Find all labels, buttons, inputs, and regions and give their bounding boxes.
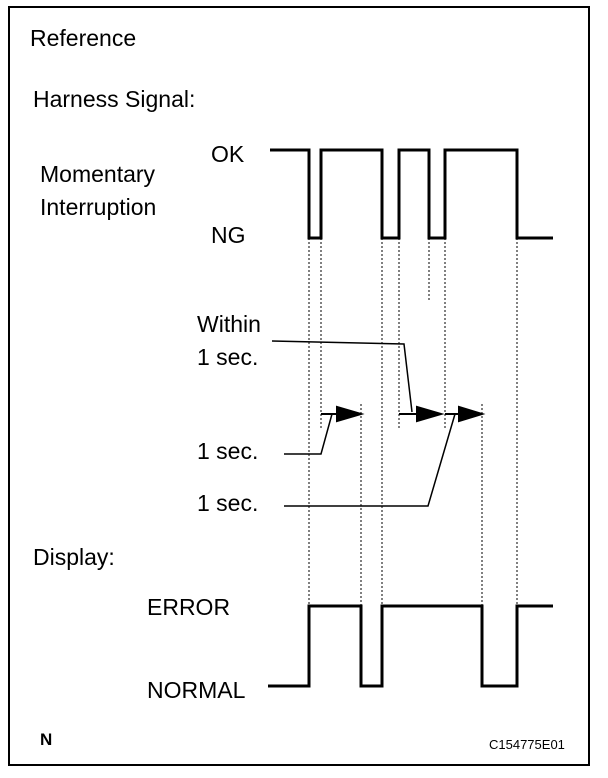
display-waveform xyxy=(268,604,553,688)
timer-arrowhead xyxy=(458,405,486,423)
signal-name-line2: Interruption xyxy=(40,194,157,220)
one-sec-label-b: 1 sec. xyxy=(197,490,259,516)
one-sec-label-a: 1 sec. xyxy=(197,438,259,464)
one-sec-leader-a xyxy=(284,413,333,455)
signal-name-line1: Momentary xyxy=(40,161,156,187)
harness-signal-heading: Harness Signal: xyxy=(33,86,196,112)
within-label-line2: 1 sec. xyxy=(197,344,259,370)
display-level-error: ERROR xyxy=(147,594,231,620)
timing-reference-lines xyxy=(308,238,518,686)
timer-arrowhead xyxy=(336,405,365,423)
harness-signal-waveform xyxy=(270,148,553,240)
timer-arrows xyxy=(321,405,486,423)
leader-lines xyxy=(271,340,456,507)
section-label: Reference xyxy=(30,25,137,51)
figure-code: C154775E01 xyxy=(489,737,565,752)
display-level-normal: NORMAL xyxy=(147,677,246,703)
one-sec-leader-b xyxy=(284,413,456,507)
display-heading: Display: xyxy=(33,544,115,570)
within-leader-line xyxy=(271,340,413,413)
harness-level-ng: NG xyxy=(211,222,246,248)
page-mark: N xyxy=(40,730,53,749)
timer-arrowhead xyxy=(416,405,445,423)
within-label-line1: Within xyxy=(197,311,261,337)
figure-frame xyxy=(8,6,590,766)
harness-level-ok: OK xyxy=(211,141,245,167)
